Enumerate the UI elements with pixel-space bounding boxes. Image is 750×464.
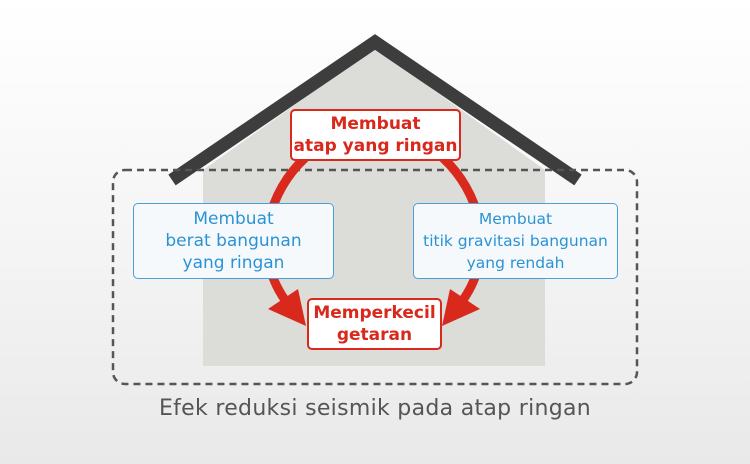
right-box-line-1: Membuat bbox=[478, 210, 553, 228]
right-box-line-3: yang rendah bbox=[466, 254, 565, 272]
right-box-line-2: titik gravitasi bangunan bbox=[423, 232, 608, 250]
center-box: Memperkecil getaran bbox=[307, 298, 442, 350]
left-box-line-1: Membuat bbox=[193, 209, 274, 229]
center-box-line-2: getaran bbox=[336, 325, 413, 345]
right-box: Membuat titik gravitasi bangunan yang re… bbox=[413, 203, 618, 279]
roof-box: Membuat atap yang ringan bbox=[290, 109, 461, 161]
arrowhead-right-icon bbox=[442, 289, 480, 326]
roof-line-shape bbox=[168, 34, 582, 186]
left-box: Membuat berat bangunan yang ringan bbox=[133, 203, 334, 279]
roof-box-line-2: atap yang ringan bbox=[293, 136, 458, 156]
center-box-line-1: Memperkecil bbox=[313, 303, 436, 323]
diagram-caption: Efek reduksi seismik pada atap ringan bbox=[158, 396, 592, 421]
arrowhead-left-icon bbox=[268, 289, 306, 326]
roof-box-line-1: Membuat bbox=[330, 114, 421, 134]
left-box-line-3: yang ringan bbox=[182, 253, 285, 273]
dashed-boundary bbox=[111, 168, 639, 386]
left-box-line-2: berat bangunan bbox=[165, 231, 302, 251]
